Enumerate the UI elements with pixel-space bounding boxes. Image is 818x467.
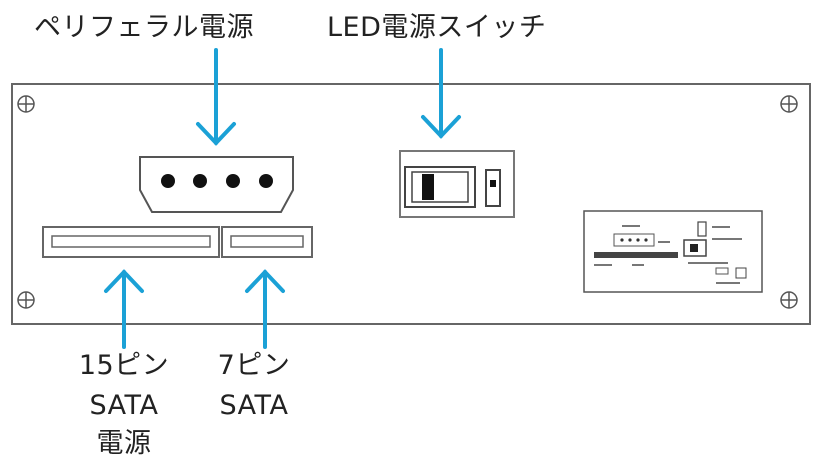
arrow-sata7-icon: [245, 269, 285, 349]
sata15-label-line3: 電源: [96, 428, 152, 459]
led-power-switch-label: LED電源スイッチ: [327, 12, 547, 43]
arrow-peripheral-power-icon: [196, 48, 236, 146]
peripheral-power-connector: [139, 156, 294, 213]
arrow-sata15-icon: [104, 269, 144, 349]
arrow-led-switch-icon: [421, 48, 461, 139]
sata7-label-line1: 7ピン: [217, 350, 291, 381]
spec-label-plate: [583, 210, 763, 293]
sata15-label-line1: 15ピン: [78, 350, 170, 381]
sata7-label-line2: SATA: [219, 390, 289, 421]
screw-top-right-icon: [780, 95, 798, 113]
sata-15pin-power-connector: [42, 226, 220, 258]
led-power-switch: [399, 150, 515, 218]
sata-7pin-connector: [221, 226, 313, 258]
sata15-label-line2: SATA: [89, 390, 159, 421]
screw-bottom-right-icon: [780, 291, 798, 309]
peripheral-power-label: ペリフェラル電源: [34, 12, 254, 43]
screw-top-left-icon: [17, 95, 35, 113]
screw-bottom-left-icon: [17, 291, 35, 309]
